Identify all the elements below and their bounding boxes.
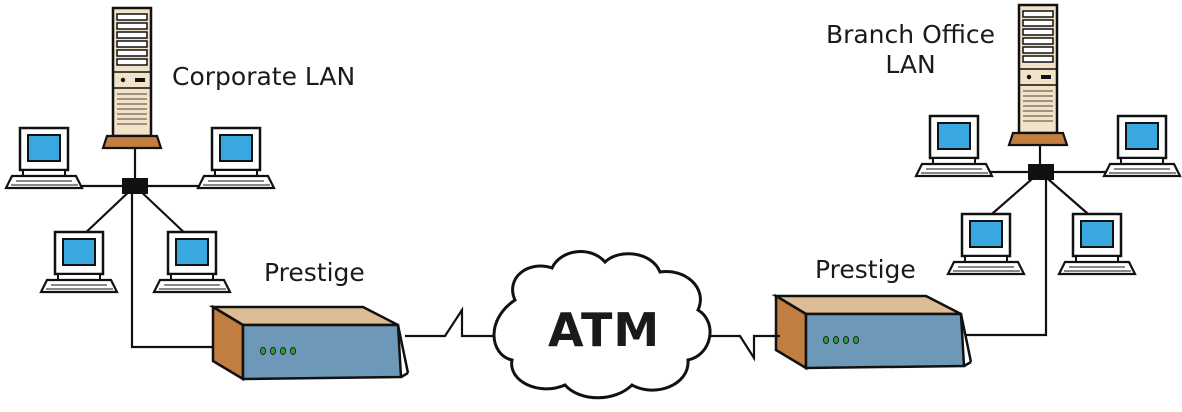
- corporate-computer-icon: [152, 230, 232, 294]
- prestige-router-right-icon: [774, 294, 973, 370]
- prestige-left-label: Prestige: [264, 258, 365, 287]
- prestige-right-label: Prestige: [815, 255, 916, 284]
- branch-office-label-line1: Branch Office: [825, 20, 996, 49]
- corporate-computer-icon: [4, 126, 84, 190]
- branch-computer-icon: [946, 212, 1026, 276]
- prestige-router-left-icon: [211, 305, 410, 381]
- branch-computer-icon: [1102, 114, 1182, 178]
- corporate-server-icon: [101, 6, 163, 150]
- hub-icon: [1028, 164, 1054, 180]
- branch-computer-icon: [914, 114, 994, 178]
- hub-icon: [122, 178, 148, 194]
- corporate-computer-icon: [196, 126, 276, 190]
- cloud-icon: [492, 250, 712, 400]
- branch-office-label: Branch Office LAN: [818, 20, 1003, 80]
- corporate-lan-label: Corporate LAN: [172, 62, 356, 91]
- branch-server-icon: [1007, 3, 1069, 147]
- branch-computer-icon: [1057, 212, 1137, 276]
- atm-label: ATM: [548, 303, 661, 357]
- wan-links: [405, 306, 780, 362]
- branch-office-label-line2: LAN: [885, 50, 936, 79]
- corporate-computer-icon: [39, 230, 119, 294]
